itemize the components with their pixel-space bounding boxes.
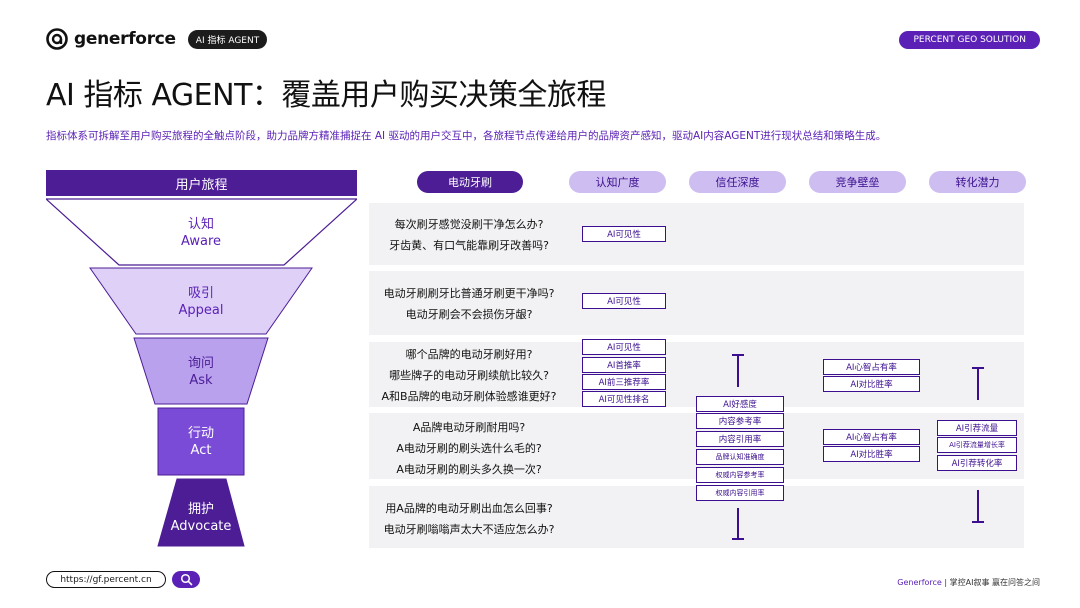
range-cap xyxy=(732,354,744,356)
row-aware-bg xyxy=(369,203,1024,265)
range-cap xyxy=(972,521,984,523)
funnel-stage-act xyxy=(157,407,245,476)
questions-appeal: 电动牙刷刷牙比普通牙刷更干净吗? 电动牙刷会不会损伤牙龈? xyxy=(369,283,569,325)
stage-ask-en: Ask xyxy=(189,373,213,388)
stage-aware-label: 认知 Aware xyxy=(121,216,281,250)
user-journey-funnel xyxy=(46,198,357,547)
column-competitive-barrier-pill: 竞争壁垒 xyxy=(809,171,906,193)
metric-tag: 内容引用率 xyxy=(696,431,784,447)
funnel-stage-advocate xyxy=(157,478,245,547)
metric-tag: 品牌认知准确度 xyxy=(696,449,784,465)
metric-tag: 权威内容参考率 xyxy=(696,467,784,483)
question-item: 哪些牌子的电动牙刷续航比较久? xyxy=(389,369,549,382)
metric-tag: AI前三推荐率 xyxy=(582,374,666,390)
metric-tag: AI好感度 xyxy=(696,396,784,412)
metric-tag: AI引荐流量增长率 xyxy=(937,437,1017,453)
metric-tag: AI心智占有率 xyxy=(823,429,920,445)
stage-advocate-label: 拥护 Advocate xyxy=(121,501,281,535)
metric-tag: AI对比胜率 xyxy=(823,446,920,462)
url-field[interactable]: https://gf.percent.cn xyxy=(46,571,166,588)
question-item: A电动牙刷的刷头选什么毛的? xyxy=(396,442,542,455)
metric-tag: AI对比胜率 xyxy=(823,376,920,392)
column-awareness-breadth-pill: 认知广度 xyxy=(569,171,666,193)
stage-act-en: Act xyxy=(190,443,212,458)
page-subtitle: 指标体系可拆解至用户购买旅程的全触点阶段，助力品牌方精准捕捉在 AI 驱动的用户… xyxy=(46,130,887,142)
row-appeal-bg xyxy=(369,271,1024,335)
metric-tag: AI可见性 xyxy=(582,293,666,309)
range-cap xyxy=(972,367,984,369)
question-item: 电动牙刷刷牙比普通牙刷更干净吗? xyxy=(383,287,555,300)
stage-advocate-cn: 拥护 xyxy=(187,502,214,517)
metric-tag: AI可见性排名 xyxy=(582,391,666,407)
solution-badge: PERCENT GEO SOLUTION xyxy=(899,31,1040,49)
stage-aware-en: Aware xyxy=(180,234,222,249)
page-title: AI 指标 AGENT：覆盖用户购买决策全旅程 xyxy=(46,78,606,113)
range-line xyxy=(737,355,739,387)
question-item: 用A品牌的电动牙刷出血怎么回事? xyxy=(385,502,553,515)
questions-ask: 哪个品牌的电动牙刷好用? 哪些牌子的电动牙刷续航比较久? A和B品牌的电动牙刷体… xyxy=(369,344,569,407)
brand-logo: generforce AI 指标 AGENT xyxy=(46,28,268,50)
funnel-header: 用户旅程 xyxy=(46,170,357,196)
metric-tag: 权威内容引用率 xyxy=(696,485,784,501)
range-line xyxy=(977,490,979,522)
questions-act: A品牌电动牙刷耐用吗? A电动牙刷的刷头选什么毛的? A电动牙刷的刷头多久换一次… xyxy=(369,417,569,480)
funnel-stage-ask xyxy=(133,337,269,405)
search-button[interactable] xyxy=(172,571,200,588)
footer-slogan: Generforce | 掌控AI叙事 赢在问答之间 xyxy=(897,577,1040,588)
stage-aware-cn: 认知 xyxy=(187,217,214,232)
metric-tag: 内容参考率 xyxy=(696,413,784,429)
stage-appeal-cn: 吸引 xyxy=(187,286,214,301)
column-trust-depth-pill: 信任深度 xyxy=(689,171,786,193)
funnel-stage-appeal xyxy=(89,267,313,335)
metric-tag: AI引荐流量 xyxy=(937,420,1017,436)
footer-tagline: | 掌控AI叙事 赢在问答之间 xyxy=(941,578,1040,587)
range-line xyxy=(737,508,739,539)
search-icon xyxy=(180,573,192,586)
logo-text: generforce xyxy=(74,29,176,49)
metric-tag: AI可见性 xyxy=(582,226,666,242)
question-item: 电动牙刷会不会损伤牙龈? xyxy=(405,308,533,321)
stage-advocate-en: Advocate xyxy=(170,519,232,534)
question-item: 每次刷牙感觉没刷干净怎么办? xyxy=(394,218,544,231)
stage-appeal-en: Appeal xyxy=(178,303,224,318)
funnel-stage-aware xyxy=(46,198,357,266)
range-cap xyxy=(732,538,744,540)
stage-act-label: 行动 Act xyxy=(121,425,281,459)
metric-tag: AI可见性 xyxy=(582,339,666,355)
question-item: 牙齿黄、有口气能靠刷牙改善吗? xyxy=(389,239,549,252)
stage-ask-label: 询问 Ask xyxy=(121,355,281,389)
question-item: 哪个品牌的电动牙刷好用? xyxy=(405,348,533,361)
stage-act-cn: 行动 xyxy=(187,426,214,441)
stage-appeal-label: 吸引 Appeal xyxy=(121,285,281,319)
question-item: A品牌电动牙刷耐用吗? xyxy=(412,421,526,434)
metric-tag: AI首推率 xyxy=(582,357,666,373)
question-item: A和B品牌的电动牙刷体验感谁更好? xyxy=(381,390,557,403)
questions-aware: 每次刷牙感觉没刷干净怎么办? 牙齿黄、有口气能靠刷牙改善吗? xyxy=(369,214,569,256)
question-item: 电动牙刷嗡嗡声太大不适应怎么办? xyxy=(383,523,555,536)
stage-ask-cn: 询问 xyxy=(187,356,214,371)
generforce-logo-icon xyxy=(46,28,68,50)
column-category-pill: 电动牙刷 xyxy=(417,171,523,193)
logo-tag: AI 指标 AGENT xyxy=(187,29,268,49)
metric-tag: AI心智占有率 xyxy=(823,359,920,375)
metric-tag: AI引荐转化率 xyxy=(937,455,1017,471)
range-line xyxy=(977,368,979,400)
questions-advocate: 用A品牌的电动牙刷出血怎么回事? 电动牙刷嗡嗡声太大不适应怎么办? xyxy=(369,498,569,540)
question-item: A电动牙刷的刷头多久换一次? xyxy=(396,463,542,476)
column-conversion-potential-pill: 转化潜力 xyxy=(929,171,1026,193)
footer-brand: Generforce xyxy=(897,578,942,587)
